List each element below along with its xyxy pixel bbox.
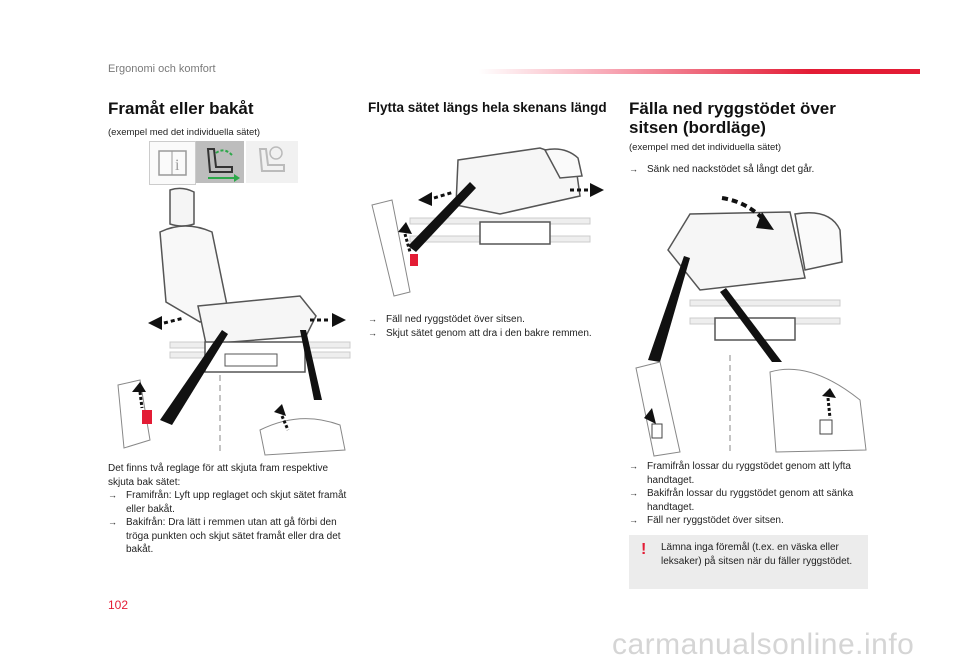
seat-heat-icon: [246, 141, 298, 183]
col2-bullet: Fäll ned ryggstödet över sitsen.: [368, 313, 593, 327]
col1-intro: Det finns två reglage för att skjuta fra…: [108, 463, 329, 488]
col1-subtitle: (exempel med det individuella sätet): [108, 127, 261, 138]
col3-bullets: Framifrån lossar du ryggstödet genom att…: [629, 460, 869, 528]
page-number: 102: [108, 598, 129, 612]
icon-strip: i: [149, 141, 299, 185]
col2-bullets: Fäll ned ryggstödet över sitsen. Skjut s…: [368, 313, 593, 340]
warning-text: Lämna inga föremål (t.ex. en väska eller…: [661, 542, 853, 567]
col3-top-bullet: Sänk ned nackstödet så långt det går.: [629, 163, 869, 177]
section-label: Ergonomi och komfort: [108, 63, 216, 75]
col2-title: Flytta sätet längs hela skenans längd: [368, 100, 607, 115]
col1-title: Framåt eller bakåt: [108, 99, 254, 118]
col2-bullet: Skjut sätet genom att dra i den bakre re…: [368, 327, 593, 341]
watermark: carmanualsonline.info: [612, 628, 915, 661]
info-book-icon: i: [149, 141, 196, 185]
col1-bullet: Framifrån: Lyft upp reglaget och skjut s…: [108, 489, 353, 516]
seat-slide-icon: [196, 141, 244, 183]
col3-bullet: Framifrån lossar du ryggstödet genom att…: [629, 460, 869, 487]
col3-bullet: Sänk ned nackstödet så långt det går.: [629, 163, 869, 177]
warning-icon: !: [641, 541, 647, 558]
col3-bullet: Fäll ner ryggstödet över sitsen.: [629, 514, 869, 528]
col1-bullets: Framifrån: Lyft upp reglaget och skjut s…: [108, 489, 353, 557]
svg-text:i: i: [175, 157, 180, 174]
warning-box: ! Lämna inga föremål (t.ex. en väska ell…: [629, 535, 868, 589]
col1-bullet: Bakifrån: Dra lätt i remmen utan att gå …: [108, 516, 353, 557]
col3-bullet: Bakifrån lossar du ryggstödet genom att …: [629, 487, 869, 514]
col3-subtitle: (exempel med det individuella sätet): [629, 142, 782, 153]
col3-title: Fälla ned ryggstödet över sitsen (bordlä…: [629, 99, 836, 137]
header-accent-bar: [478, 69, 920, 74]
